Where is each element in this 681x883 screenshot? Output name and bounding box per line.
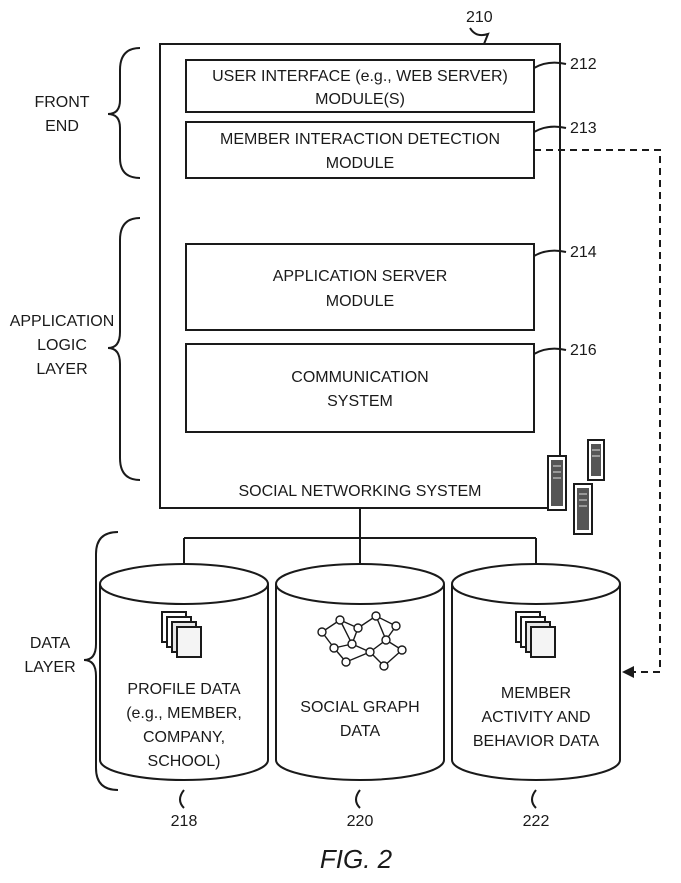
ref-216: 216	[570, 342, 597, 359]
module-213-line2: MODULE	[326, 155, 394, 172]
member-interaction-detection-module-box	[185, 121, 535, 179]
ref-212: 212	[570, 56, 597, 73]
application-logic-label-line1: APPLICATION	[10, 313, 115, 330]
db-218-line1: PROFILE DATA	[127, 681, 241, 698]
leader-214	[533, 249, 567, 257]
application-logic-label-line2: LOGIC	[37, 337, 87, 354]
leader-212	[533, 61, 567, 69]
dashed-arrowhead	[622, 666, 634, 678]
document-stack-icon	[161, 611, 202, 658]
front-end-label-line1: FRONT	[34, 94, 89, 111]
ref-218: 218	[171, 813, 198, 830]
front-end-label-line2: END	[45, 118, 79, 135]
leader-222	[531, 789, 537, 809]
leader-213	[533, 125, 567, 133]
application-logic-label-line3: LAYER	[36, 361, 87, 378]
db-220-line1: SOCIAL GRAPH	[300, 699, 419, 716]
member-activity-database	[451, 563, 621, 781]
ref-210: 210	[466, 9, 493, 26]
ref-222: 222	[523, 813, 550, 830]
application-server-module-box	[185, 243, 535, 331]
figure-label: FIG. 2	[320, 844, 393, 874]
module-212-line2: MODULE(S)	[315, 91, 405, 108]
ref-214: 214	[570, 244, 597, 261]
user-interface-module-box	[185, 59, 535, 113]
module-214-line1: APPLICATION SERVER	[273, 268, 448, 285]
data-layer-label-line2: LAYER	[24, 659, 75, 676]
db-222-line2: ACTIVITY AND	[481, 709, 590, 726]
communication-system-box	[185, 343, 535, 433]
db-218-line2: (e.g., MEMBER,	[126, 705, 242, 722]
server-tower-icon	[587, 439, 605, 481]
ref-220: 220	[347, 813, 374, 830]
server-tower-icon	[547, 455, 567, 511]
interaction-data-dashed-line	[534, 149, 661, 673]
application-logic-brace	[107, 217, 141, 481]
front-end-brace	[107, 47, 141, 179]
leader-220	[355, 789, 361, 809]
profile-data-database	[99, 563, 269, 781]
data-layer-brace	[83, 531, 119, 791]
leader-216	[533, 347, 567, 355]
network-graph-icon	[317, 611, 407, 671]
data-layer-label-line1: DATA	[30, 635, 71, 652]
module-212-line1: USER INTERFACE (e.g., WEB SERVER)	[212, 68, 508, 85]
db-218-line4: SCHOOL)	[148, 753, 221, 770]
system-label: SOCIAL NETWORKING SYSTEM	[239, 483, 482, 500]
server-tower-icon	[573, 483, 593, 535]
db-218-line3: COMPANY,	[143, 729, 225, 746]
leader-218	[179, 789, 185, 809]
db-222-line1: MEMBER	[501, 685, 571, 702]
ref-213: 213	[570, 120, 597, 137]
db-220-line2: DATA	[340, 723, 381, 740]
module-214-line2: MODULE	[326, 293, 394, 310]
module-216-line2: SYSTEM	[327, 393, 393, 410]
leader-210	[469, 27, 490, 45]
db-222-line3: BEHAVIOR DATA	[473, 733, 600, 750]
module-213-line1: MEMBER INTERACTION DETECTION	[220, 131, 500, 148]
social-graph-database	[275, 563, 445, 781]
module-216-line1: COMMUNICATION	[291, 369, 428, 386]
document-stack-icon	[515, 611, 556, 658]
